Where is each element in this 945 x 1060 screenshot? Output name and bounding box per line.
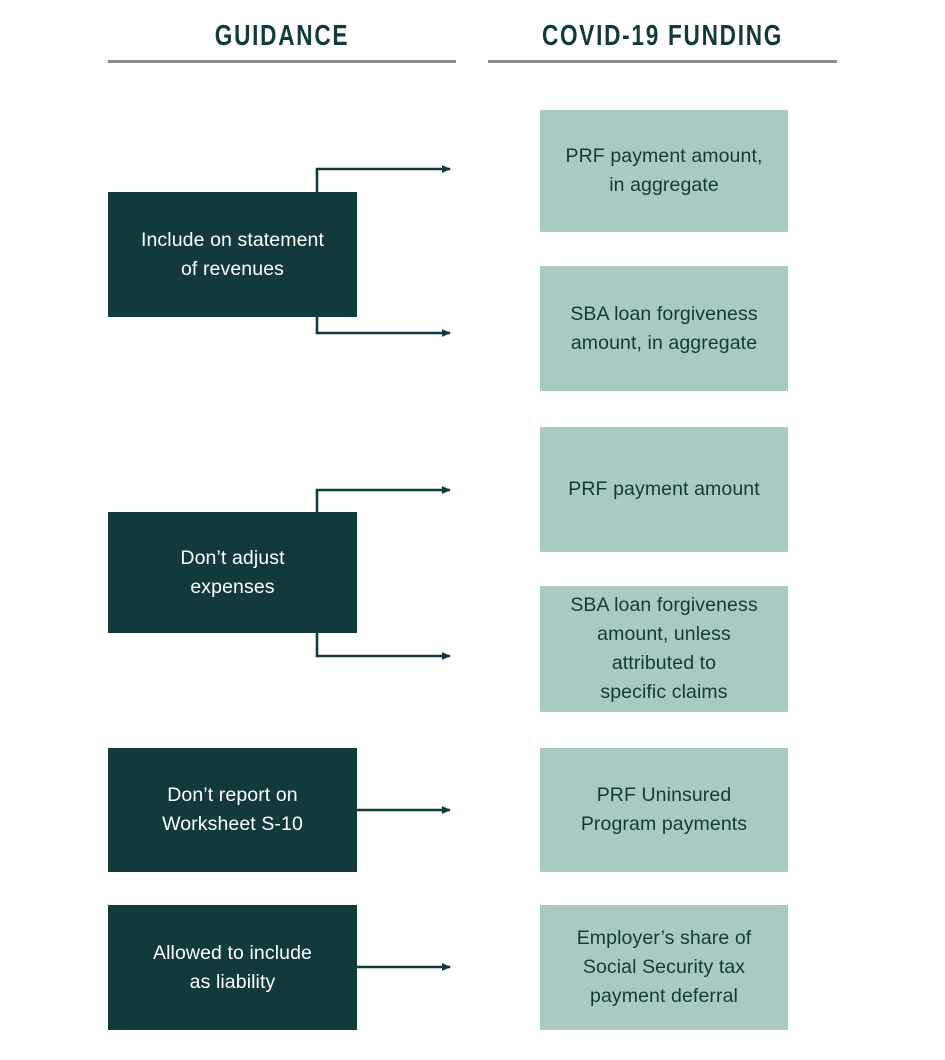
funding-box-label: PRF payment amount — [568, 478, 760, 500]
funding-box-label: Employer’s share of Social Security tax … — [576, 927, 752, 1007]
funding-box-sba-loan-forgiveness-amount-in-aggregate[interactable]: SBA loan forgiveness amount, in aggregat… — [540, 266, 788, 391]
guidance-box-include-on-statement-of-revenues[interactable]: Include on statement of revenues — [108, 192, 357, 317]
guidance-box-label: Don’t adjust expenses — [180, 546, 285, 598]
column-header-guidance: GUIDANCE — [214, 20, 350, 52]
connector-expenses-to-sba-unless — [315, 632, 451, 660]
column-header-covid-funding: COVID-19 FUNDING — [541, 20, 784, 52]
guidance-box-label: Include on statement of revenues — [140, 228, 325, 280]
funding-box-employer-share-social-security-tax-deferral[interactable]: Employer’s share of Social Security tax … — [540, 905, 788, 1030]
funding-box-label: PRF payment amount, in aggregate — [565, 145, 763, 196]
guidance-box-dont-adjust-expenses[interactable]: Don’t adjust expenses — [108, 512, 357, 633]
guidance-box-allowed-to-include-as-liability[interactable]: Allowed to include as liability — [108, 905, 357, 1030]
funding-box-prf-uninsured-program-payments[interactable]: PRF Uninsured Program payments — [540, 748, 788, 872]
column-rule-guidance — [108, 60, 456, 63]
guidance-box-label: Allowed to include as liability — [153, 941, 312, 993]
connector-expenses-to-prf-payment — [315, 486, 451, 513]
guidance-box-dont-report-on-worksheet-s10[interactable]: Don’t report on Worksheet S-10 — [108, 748, 357, 872]
guidance-box-label: Don’t report on Worksheet S-10 — [162, 784, 303, 835]
funding-box-prf-payment-amount[interactable]: PRF payment amount — [540, 427, 788, 552]
connector-include-to-prf-aggregate — [315, 165, 451, 193]
funding-box-prf-payment-amount-in-aggregate[interactable]: PRF payment amount, in aggregate — [540, 110, 788, 232]
connector-include-to-sba-aggregate — [315, 316, 451, 337]
column-rule-covid-funding — [488, 60, 837, 63]
funding-box-label: SBA loan forgiveness amount, in aggregat… — [570, 302, 758, 354]
funding-box-label: PRF Uninsured Program payments — [580, 784, 748, 835]
funding-box-sba-loan-forgiveness-unless-attributed[interactable]: SBA loan forgiveness amount, unless attr… — [540, 586, 788, 712]
funding-box-label: SBA loan forgiveness amount, unless attr… — [570, 594, 758, 703]
